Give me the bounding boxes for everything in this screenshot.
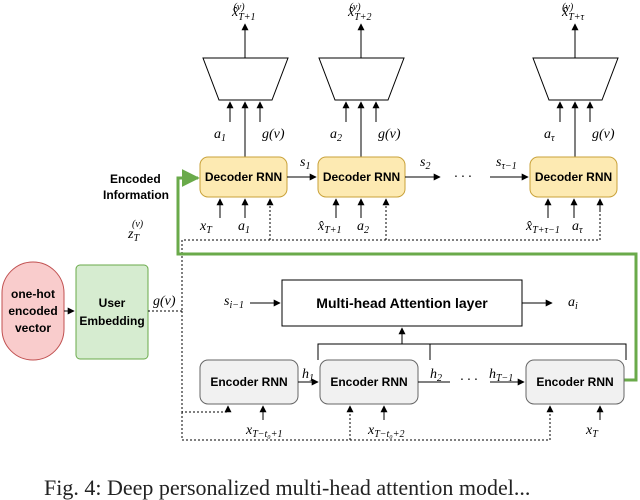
- attn-in-label-2: a2: [330, 127, 342, 144]
- hidden-label-1: h1: [302, 367, 314, 384]
- svg-text:Embedding: Embedding: [79, 314, 144, 328]
- attention-input-label: si−1: [224, 294, 244, 311]
- decoder-rnn-2: Decoder RNN: [317, 156, 406, 198]
- encoder-dots: · · ·: [460, 373, 478, 388]
- svg-text:Decoder RNN: Decoder RNN: [205, 170, 282, 184]
- encoder-g-feed-arrows: [224, 405, 554, 413]
- decoder-rnn-1: Decoder RNN: [199, 156, 288, 198]
- encoder-input-arrows: [259, 405, 604, 420]
- output-label-1: x̂T+1(v): [231, 2, 256, 23]
- svg-text:User: User: [99, 296, 126, 310]
- g-feed-dotted: [181, 199, 601, 310]
- encoder-rnn-2: Encoder RNN: [319, 359, 419, 405]
- svg-text:Encoder RNN: Encoder RNN: [330, 375, 407, 389]
- decoder-input-a-1: a1: [238, 219, 250, 236]
- svg-text:Encoder RNN: Encoder RNN: [210, 375, 287, 389]
- decoder-rnn-3: Decoder RNN: [529, 156, 618, 198]
- trapezoid-input-arrows: [226, 101, 594, 157]
- state-label-2: s2: [420, 155, 430, 172]
- svg-text:Multi-head Attention layer: Multi-head Attention layer: [316, 295, 488, 311]
- decoder-input-a-2: a2: [357, 219, 369, 236]
- svg-text:vector: vector: [15, 321, 51, 335]
- encoder-rnn-3: Encoder RNN: [525, 359, 625, 405]
- state-label-1: s1: [300, 155, 310, 172]
- encoder-input-label-2: xT−t₀+2: [367, 423, 405, 440]
- output-label-3: x̂T+τ(v): [561, 2, 585, 23]
- output-layer-2: [318, 23, 405, 101]
- g-label-3: g(v): [592, 127, 615, 142]
- z-label: zT(v): [127, 219, 144, 244]
- svg-text:Decoder RNN: Decoder RNN: [535, 170, 612, 184]
- attention-layer: Multi-head Attention layer: [281, 279, 523, 327]
- encoded-info-label-1: Encoded: [110, 172, 161, 186]
- decoder-dots: · · ·: [454, 170, 472, 185]
- state-label-3: sτ−1: [496, 155, 517, 172]
- decoder-input-x-1: xT: [199, 219, 213, 236]
- decoder-input-a-3: aτ: [572, 219, 583, 236]
- decoder-bottom-arrows: [216, 198, 578, 218]
- output-layer-3: [532, 23, 619, 101]
- svg-text:Decoder RNN: Decoder RNN: [323, 170, 400, 184]
- decoder-input-x-3: x̂T+τ−1: [525, 219, 560, 236]
- decoder-input-x-2: x̂T+1: [317, 219, 342, 236]
- output-layer-1: [202, 23, 289, 101]
- g-label-1: g(v): [262, 127, 285, 142]
- output-label-2: x̂T+2(v): [347, 2, 372, 23]
- encoder-input-label-3: xT: [585, 423, 599, 440]
- attn-in-label-1: a1: [214, 127, 226, 144]
- encoder-rnn-1: Encoder RNN: [199, 359, 299, 405]
- one-hot-vector: one-hot encoded vector: [1, 261, 65, 361]
- hidden-label-3: hT−1: [489, 367, 513, 384]
- g-label-2: g(v): [378, 127, 401, 142]
- attention-output-label: ai: [568, 295, 578, 312]
- user-embedding: User Embedding: [75, 264, 149, 360]
- encoder-to-attention-lines: [317, 328, 627, 360]
- svg-text:Encoder RNN: Encoder RNN: [536, 375, 613, 389]
- svg-text:encoded: encoded: [8, 304, 57, 318]
- g-v-output-label: g(v): [153, 294, 176, 309]
- encoder-input-label-1: xT−t₀+1: [245, 423, 283, 440]
- attn-in-label-3: aτ: [544, 127, 555, 144]
- encoded-info-label-2: Information: [103, 188, 169, 202]
- svg-text:one-hot: one-hot: [11, 287, 55, 301]
- figure-caption: Fig. 4: Deep personalized multi-head att…: [44, 475, 530, 500]
- hidden-label-2: h2: [430, 367, 442, 384]
- encoded-info-green-line: [176, 169, 638, 382]
- g-feed-dotted-arrows: [266, 198, 390, 240]
